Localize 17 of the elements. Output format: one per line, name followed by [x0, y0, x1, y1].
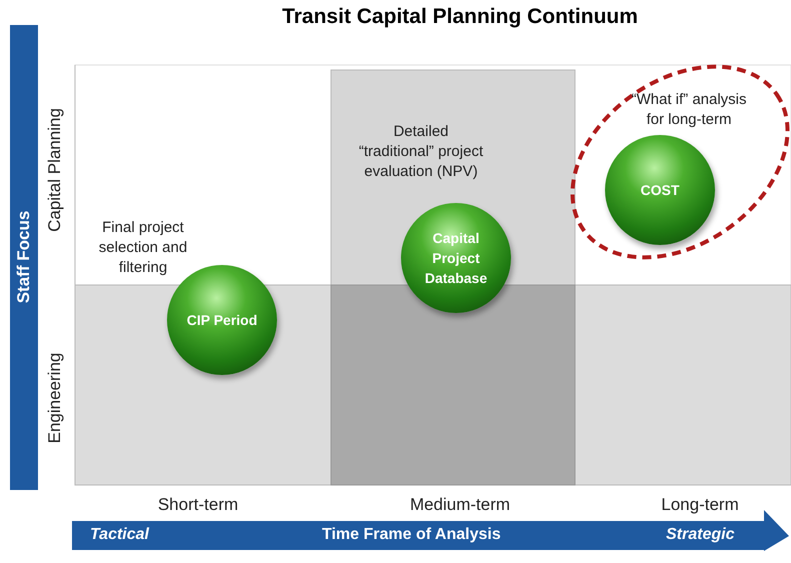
annotation: Detailed “traditional” project evaluation (NPV)	[358, 122, 484, 182]
axis-label: Medium-term	[408, 495, 512, 515]
arrow-label: Tactical	[90, 526, 149, 544]
axis-label: Capital Planning	[45, 107, 65, 234]
arrow-label: Strategic	[666, 526, 734, 544]
annotation: Final project selection and filtering	[98, 218, 188, 278]
axis-title: Staff Focus	[14, 210, 34, 306]
axis-label: Long-term	[660, 495, 740, 515]
sphere-label: Capital Project Database	[424, 229, 488, 288]
axis-label: Short-term	[156, 495, 240, 515]
annotation: “What if” analysis for long-term	[630, 90, 748, 130]
arrow-label: Time Frame of Analysis	[322, 526, 501, 544]
axis-bar	[10, 25, 38, 490]
title: Transit Capital Planning Continuum	[281, 5, 639, 29]
sphere-label: COST	[640, 181, 680, 200]
axis-label: Engineering	[45, 352, 65, 446]
sphere-label: CIP Period	[186, 311, 258, 330]
